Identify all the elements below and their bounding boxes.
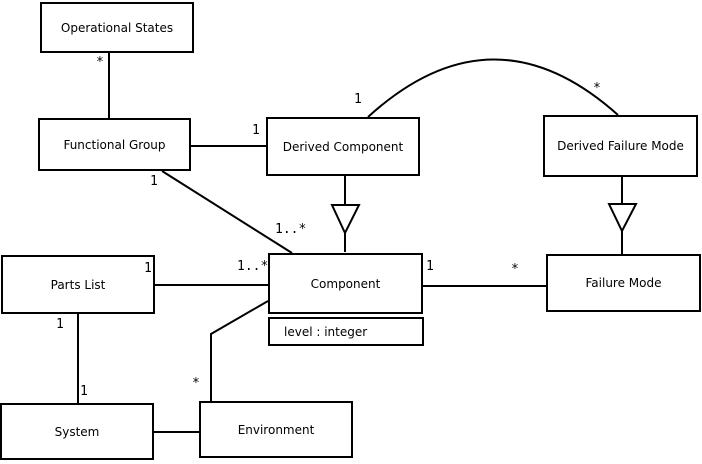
multiplicity-env-component: * bbox=[192, 376, 200, 391]
multiplicity-dcomp-dfmode-many: * bbox=[593, 81, 601, 96]
multiplicity-partslist-system-top: 1 bbox=[56, 317, 64, 332]
class-name-system: System bbox=[54, 424, 100, 439]
class-parts-list: Parts List bbox=[1, 255, 155, 314]
multiplicity-fgroup-component-1: 1 bbox=[150, 174, 158, 189]
multiplicity-dcomp-dfmode-1: 1 bbox=[354, 92, 362, 107]
class-name-functional-group: Functional Group bbox=[63, 137, 166, 152]
class-operational-states: Operational States bbox=[40, 2, 194, 53]
generalization-triangle-fmode bbox=[607, 203, 638, 234]
class-failure-mode: Failure Mode bbox=[546, 254, 701, 312]
class-name-component: Component bbox=[310, 276, 381, 291]
edge-fgroup-component bbox=[161, 170, 293, 254]
class-name-failure-mode: Failure Mode bbox=[585, 276, 662, 290]
class-system: System bbox=[0, 403, 154, 460]
multiplicity-fgroup-dcomp: 1 bbox=[252, 123, 260, 138]
class-functional-group: Functional Group bbox=[38, 118, 191, 171]
multiplicity-component-fmode-many: * bbox=[511, 262, 519, 277]
generalization-triangle-component bbox=[330, 204, 361, 236]
attribute-level-integer: level : integer bbox=[284, 324, 368, 339]
multiplicity-partslist-component-many: 1..* bbox=[237, 259, 269, 274]
multiplicity-opstates-fgroup: * bbox=[96, 55, 104, 70]
multiplicity-component-fmode-1: 1 bbox=[426, 259, 434, 274]
class-component-attributes: level : integer bbox=[268, 317, 424, 346]
class-name-derived-component: Derived Component bbox=[282, 139, 404, 154]
class-environment: Environment bbox=[199, 401, 353, 458]
class-name-operational-states: Operational States bbox=[60, 20, 174, 35]
edge-env-component bbox=[210, 300, 269, 401]
class-name-environment: Environment bbox=[237, 422, 315, 437]
multiplicity-partslist-system-bottom: 1 bbox=[80, 384, 88, 399]
multiplicity-partslist-component-1: 1 bbox=[144, 261, 152, 276]
class-derived-failure-mode: Derived Failure Mode bbox=[543, 115, 698, 177]
class-derived-component: Derived Component bbox=[266, 117, 420, 176]
edge-dcomp-dfmode-arc bbox=[367, 58, 619, 118]
class-name-parts-list: Parts List bbox=[50, 277, 106, 292]
multiplicity-fgroup-component-many: 1..* bbox=[275, 222, 307, 237]
class-name-derived-failure-mode: Derived Failure Mode bbox=[557, 139, 684, 153]
class-component: Component bbox=[268, 253, 423, 314]
